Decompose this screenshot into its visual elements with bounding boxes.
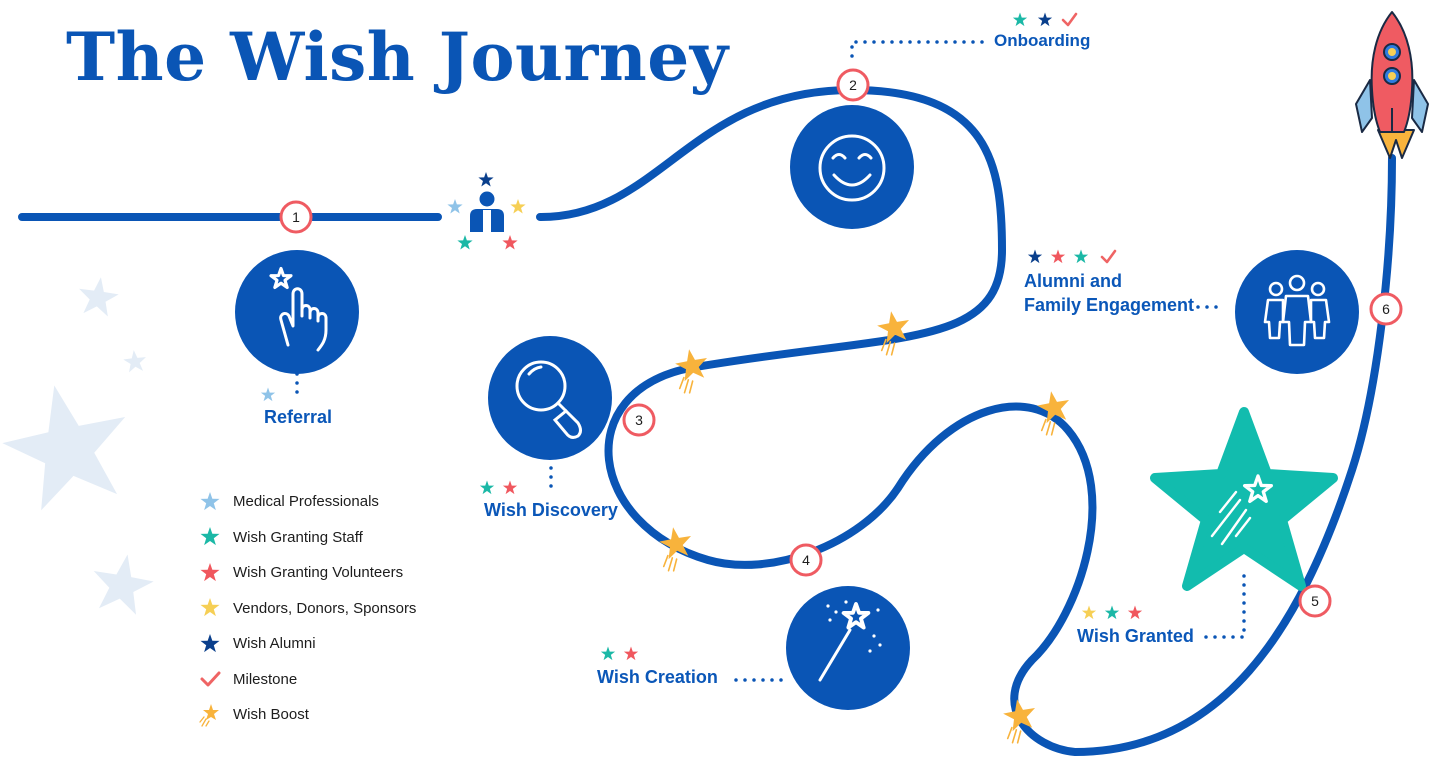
checkmark-icon: [200, 671, 221, 687]
faint-star-icon: [0, 372, 141, 516]
decorative-faint-stars: [0, 274, 158, 617]
yellow-star-icon: [200, 598, 220, 617]
smiley-face-icon: [818, 134, 886, 202]
stage-creation-circle: [786, 586, 910, 710]
referral-stakeholder-stars: [260, 387, 276, 402]
light-blue-star-icon: [260, 387, 276, 402]
milestone-number: 4: [802, 552, 810, 568]
family-group-icon: [1263, 274, 1331, 347]
stage-label-alumni-line2: Family Engagement: [1024, 295, 1195, 316]
person-with-stakeholders: [447, 172, 526, 250]
navy-star-icon: [1037, 12, 1053, 27]
checkmark-icon: [1100, 249, 1117, 264]
yellow-star-icon: [510, 199, 526, 214]
stage-discovery-circle: [488, 336, 612, 460]
milestone-marker-3: 3: [622, 403, 656, 437]
legend: Medical Professionals Wish Granting Staf…: [198, 484, 458, 733]
milestone-marker-2: 2: [836, 68, 870, 102]
navy-star-icon: [1027, 249, 1043, 264]
legend-label: Wish Granting Volunteers: [233, 564, 404, 582]
legend-label: Wish Boost: [233, 706, 309, 724]
milestone-number: 1: [292, 209, 300, 225]
granted-connector: [1204, 566, 1246, 639]
legend-label: Wish Alumni: [233, 635, 316, 653]
navy-star-icon: [200, 633, 220, 652]
stage-label-wish-granted: Wish Granted: [1077, 626, 1194, 646]
navy-star-icon: [478, 172, 494, 187]
legend-item-milestone: Milestone: [198, 662, 458, 698]
onboarding-connector: [850, 40, 987, 58]
legend-item-wish-boost: Wish Boost: [198, 697, 458, 733]
milestone-marker-6: 6: [1369, 292, 1403, 326]
discovery-stakeholder-stars: [479, 480, 518, 495]
journey-path: [18, 86, 1396, 756]
teal-star-icon: [200, 527, 220, 546]
sparkle-dots: [826, 600, 882, 653]
teal-star-icon: [600, 646, 616, 661]
stage-label-referral: Referral: [264, 407, 333, 427]
milestone-number: 6: [1382, 301, 1390, 317]
legend-label: Medical Professionals: [233, 493, 379, 511]
legend-label: Milestone: [233, 670, 298, 688]
teal-star-icon: [1073, 249, 1089, 264]
granted-stakeholder-stars: [1081, 605, 1143, 620]
red-star-icon: [1127, 605, 1143, 620]
legend-item-wish-granting-volunteers: Wish Granting Volunteers: [198, 555, 458, 591]
stage-label-onboarding: Onboarding: [994, 31, 1091, 50]
stage-alumni-circle: [1235, 250, 1359, 374]
milestone-number: 3: [635, 412, 643, 428]
milestone-number: 2: [849, 77, 857, 93]
stage-onboarding-circle: [790, 105, 914, 229]
magnifying-glass-icon: [515, 360, 582, 439]
milestone-markers: 1 2 3 4 5 6: [279, 68, 1403, 618]
legend-item-medical-professionals: Medical Professionals: [198, 484, 458, 520]
red-star-icon: [502, 235, 518, 250]
light-blue-star-icon: [200, 491, 220, 510]
teal-star-icon: [1012, 12, 1028, 27]
wish-boost-icon: [657, 524, 696, 572]
pointing-hand-star-icon: [269, 266, 328, 352]
page-title: The Wish Journey: [66, 18, 729, 96]
rocket-icon: [1355, 11, 1429, 159]
legend-label: Vendors, Donors, Sponsors: [233, 599, 417, 617]
milestone-marker-4: 4: [789, 543, 823, 577]
alumni-stakeholder-stars: [1027, 249, 1117, 264]
shooting-star-boost-icon: [199, 703, 219, 727]
red-star-icon: [502, 480, 518, 495]
teal-star-icon: [479, 480, 495, 495]
dotted-connectors: [295, 40, 1246, 682]
legend-item-wish-alumni: Wish Alumni: [198, 626, 458, 662]
wish-granted-star: [1150, 407, 1338, 591]
faint-star-icon: [87, 549, 158, 617]
onboarding-stakeholder-stars: [1012, 12, 1078, 27]
red-star-icon: [623, 646, 639, 661]
legend-item-vendors-donors-sponsors: Vendors, Donors, Sponsors: [198, 591, 458, 627]
yellow-star-icon: [1081, 605, 1097, 620]
stage-label-alumni: Alumni and Family Engagement: [1024, 269, 1194, 318]
red-star-icon: [200, 562, 220, 581]
light-blue-star-icon: [447, 199, 463, 214]
legend-label: Wish Granting Staff: [233, 528, 363, 546]
faint-star-icon: [122, 348, 148, 373]
faint-star-icon: [75, 274, 121, 318]
creation-stakeholder-stars: [600, 646, 639, 661]
legend-item-wish-granting-staff: Wish Granting Staff: [198, 520, 458, 556]
milestone-number: 5: [1311, 593, 1319, 609]
stage-label-alumni-line1: Alumni and: [1024, 271, 1122, 291]
teal-star-icon: [457, 235, 473, 250]
checkmark-icon: [1061, 12, 1078, 27]
magic-wand-icon: [818, 602, 871, 682]
teal-star-icon: [1104, 605, 1120, 620]
milestone-marker-5: 5: [1298, 584, 1332, 618]
stage-label-wish-discovery: Wish Discovery: [484, 500, 618, 520]
stage-referral-circle: [235, 250, 359, 374]
stage-label-wish-creation: Wish Creation: [597, 667, 718, 687]
milestone-marker-1: 1: [279, 200, 313, 234]
shooting-star-icon: [1210, 474, 1273, 546]
red-star-icon: [1050, 249, 1066, 264]
